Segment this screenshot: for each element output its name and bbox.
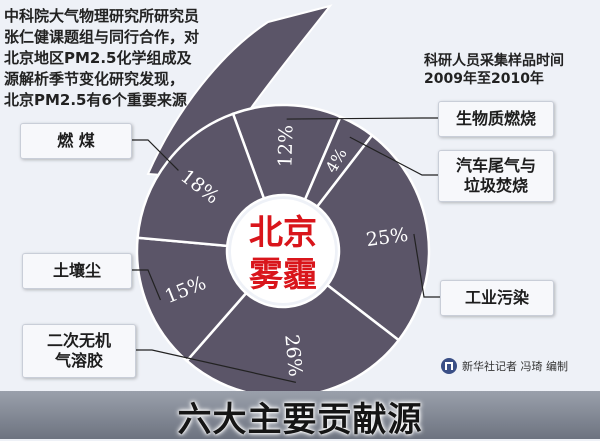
leader-line [286, 117, 440, 120]
intro-line: 源解析季节变化研究发现， [4, 70, 185, 88]
category-label-line: 生物质燃烧 [455, 109, 536, 128]
leader-lines [130, 117, 442, 383]
category-label-line: 二次无机 [46, 331, 111, 350]
intro-line: 北京PM2.5有6个重要来源 [4, 91, 187, 109]
leader-line [349, 136, 440, 176]
intro-text: 中科院大气物理研究所研究员 张仁健课题组与同行合作，对 北京地区PM2.5化学组… [4, 6, 244, 111]
leader-line [413, 233, 442, 298]
center-title-line-1: 北京 [249, 213, 317, 253]
footer-band [0, 391, 600, 439]
category-label-line: 气溶胶 [54, 351, 103, 370]
category-label-industry: 工业污染 [440, 280, 554, 316]
category-label-biomass: 生物质燃烧 [438, 101, 554, 137]
slice-value-label: 26% [280, 333, 306, 377]
category-label-secondary-aerosol: 二次无机 气溶胶 [22, 324, 136, 378]
intro-line: 张仁健课题组与同行合作，对 [4, 28, 200, 46]
credit-line: 新华社记者 冯琦 编制 [440, 357, 568, 375]
footer-title: 六大主要贡献源 [177, 400, 423, 440]
period-line: 2009年至2010年 [424, 71, 544, 87]
category-label-vehicle-waste: 汽车尾气与 垃圾焚烧 [438, 150, 554, 202]
intro-line: 北京地区PM2.5化学组成及 [4, 49, 192, 67]
leader-line [130, 269, 161, 301]
category-label-line: 工业污染 [464, 288, 529, 307]
sampling-period: 科研人员采集样品时间 2009年至2010年 [424, 52, 564, 88]
intro-line: 中科院大气物理研究所研究员 [4, 7, 200, 25]
category-label-line: 垃圾焚烧 [463, 176, 528, 195]
category-label-line: 土壤尘 [52, 261, 101, 280]
category-label-soil-dust: 土壤尘 [22, 253, 132, 289]
period-line: 科研人员采集样品时间 [424, 53, 564, 69]
xinhua-logo-icon [441, 358, 457, 374]
pie-slices [135, 103, 431, 399]
center-disc [231, 199, 335, 303]
pie-slice [136, 112, 266, 248]
leader-line [130, 139, 179, 171]
credit-text: 新华社记者 冯琦 编制 [462, 360, 568, 373]
category-label-line: 汽车尾气与 [455, 156, 536, 175]
category-label-line: 燃 煤 [57, 131, 95, 150]
category-label-coal: 燃 煤 [20, 123, 132, 159]
pie-slice [185, 283, 401, 399]
slice-value-label: 25% [365, 224, 410, 251]
leader-line [134, 349, 297, 383]
pie-slice [135, 236, 248, 363]
slice-value-label: 12% [274, 125, 297, 168]
pie-slice [315, 133, 431, 342]
center-title-line-2: 雾霾 [249, 255, 317, 295]
